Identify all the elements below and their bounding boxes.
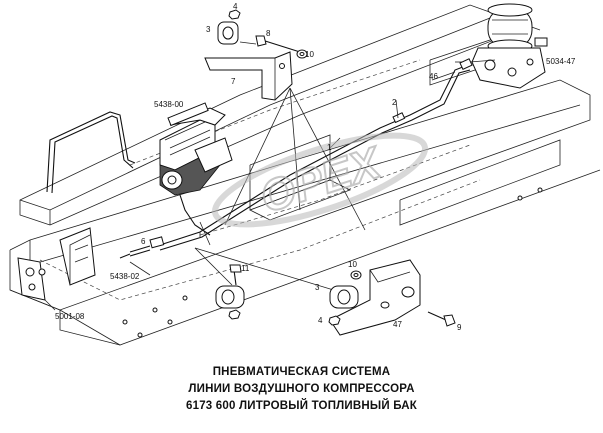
air-compressor — [159, 102, 233, 236]
callout-47: 47 — [393, 320, 402, 329]
caption-line-3: 6173 600 ЛИТРОВЫЙ ТОПЛИВНЫЙ БАК — [186, 400, 417, 412]
chassis-frame — [9, 4, 601, 346]
callout-7: 7 — [231, 77, 236, 86]
callout-4-bottom: 4 — [318, 316, 323, 325]
caption-line-2: ЛИНИИ ВОЗДУШНОГО КОМПРЕССОРА — [188, 383, 415, 395]
air-dryer — [455, 3, 548, 89]
callout-10-bottom: 10 — [348, 260, 357, 269]
caption-line-1: ПНЕВМАТИЧЕСКАЯ СИСТЕМА — [212, 366, 391, 378]
callout-10-top: 10 — [305, 50, 314, 59]
callout-3-top: 3 — [206, 25, 211, 34]
left-pipe — [46, 111, 136, 194]
callout-8: 8 — [266, 29, 271, 38]
bottom-clamp-group — [215, 264, 245, 320]
callout-2: 2 — [392, 98, 397, 107]
callout-11: 11 — [241, 264, 250, 273]
callout-46: 46 — [429, 72, 438, 81]
callout-1: 1 — [327, 143, 332, 152]
top-clamp-group — [204, 9, 308, 101]
callout-5001-08: 5001-08 — [55, 312, 85, 321]
callout-4-top: 4 — [233, 2, 238, 11]
callout-5034-47: 5034-47 — [546, 57, 576, 66]
callout-labels: 3 4 8 10 7 46 2 1 6 11 10 3 4 47 9 5438-… — [55, 2, 576, 332]
air-line-1 — [119, 58, 473, 259]
bracket-47-assembly — [328, 259, 456, 336]
callout-9: 9 — [457, 323, 462, 332]
leader-lines — [44, 41, 496, 311]
callout-5438-02: 5438-02 — [110, 272, 140, 281]
callout-5438-00: 5438-00 — [154, 100, 184, 109]
callout-6: 6 — [141, 237, 146, 246]
callout-3-bottom: 3 — [315, 283, 320, 292]
